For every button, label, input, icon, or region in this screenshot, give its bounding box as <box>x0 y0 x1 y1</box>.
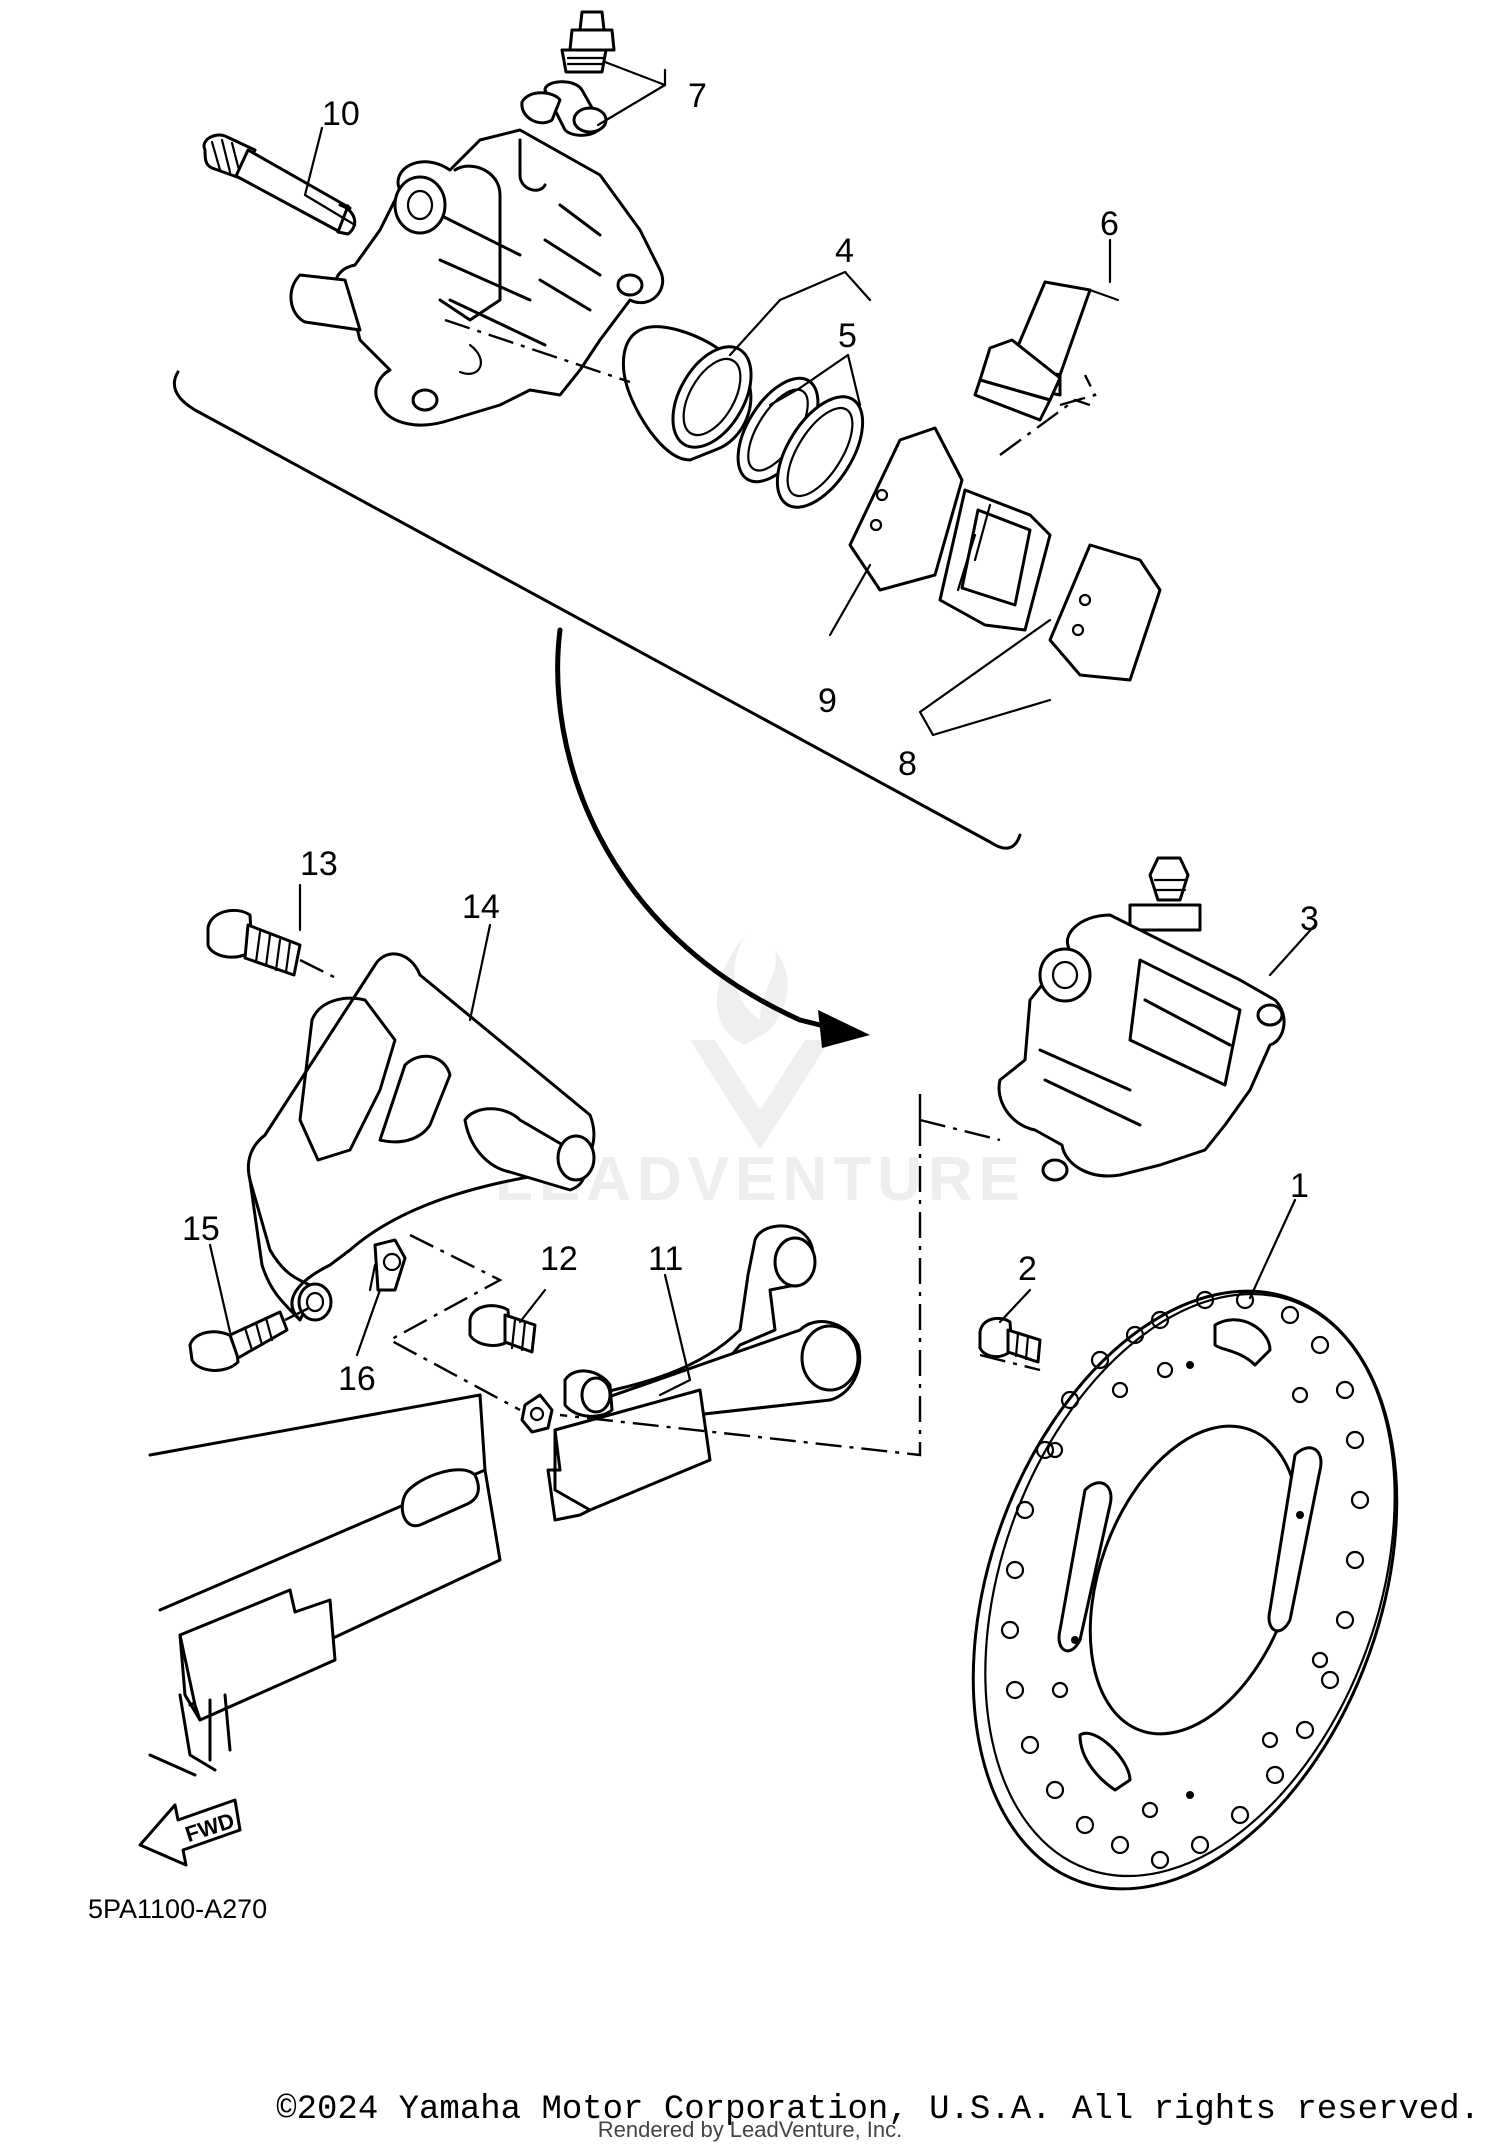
part-code: 5PA1100-A270 <box>88 1894 267 1924</box>
pin-12 <box>468 1304 537 1354</box>
callout-13: 13 <box>300 845 338 883</box>
fwd-arrow: FWD <box>138 1798 242 1867</box>
callout-6: 6 <box>1100 205 1119 243</box>
pin-bolt <box>202 133 357 236</box>
upper-caliper-group <box>202 10 1162 682</box>
callout-4: 4 <box>835 232 854 270</box>
callouts: 1 2 3 4 5 6 7 8 9 10 11 12 13 14 15 16 <box>182 77 1319 1398</box>
callout-2: 2 <box>1018 1250 1037 1288</box>
brake-pads <box>848 426 1162 682</box>
callout-3: 3 <box>1300 900 1319 938</box>
link-arm-11 <box>563 1224 862 1425</box>
callout-9: 9 <box>818 682 837 720</box>
callout-5: 5 <box>838 317 857 355</box>
rendered-by-credit: Rendered by LeadVenture, Inc. <box>597 2117 903 2142</box>
caliper-bracket <box>246 952 596 1322</box>
callout-12: 12 <box>540 1240 578 1278</box>
swingarm <box>148 1388 712 1777</box>
callout-10: 10 <box>322 95 360 133</box>
piston-seals <box>736 376 865 509</box>
clip-16 <box>368 1238 407 1292</box>
assembly-arrow <box>555 627 870 1048</box>
bleed-screw <box>520 10 616 137</box>
bolt-13 <box>206 909 341 982</box>
link-nut <box>520 1393 554 1434</box>
leader-lines <box>208 60 1317 1397</box>
caliper-body-top <box>289 128 665 427</box>
brake-disc <box>971 1289 1399 1891</box>
bolt-15 <box>188 1310 289 1372</box>
group-bracket <box>172 370 1022 850</box>
callout-11: 11 <box>648 1240 683 1278</box>
mounting-lines <box>284 1090 1041 1457</box>
callout-8: 8 <box>898 745 917 783</box>
callout-15: 15 <box>182 1210 220 1248</box>
callout-14: 14 <box>462 888 500 926</box>
caliper-assembled <box>997 856 1286 1182</box>
callout-16: 16 <box>338 1360 376 1398</box>
piston <box>621 325 753 462</box>
bolt-2 <box>978 1316 1042 1364</box>
pad-support <box>973 280 1120 422</box>
copyright-notice: ©2024 Yamaha Motor Corporation, U.S.A. A… <box>276 2091 1480 2129</box>
callout-7: 7 <box>688 77 707 115</box>
callout-1: 1 <box>1290 1167 1309 1205</box>
